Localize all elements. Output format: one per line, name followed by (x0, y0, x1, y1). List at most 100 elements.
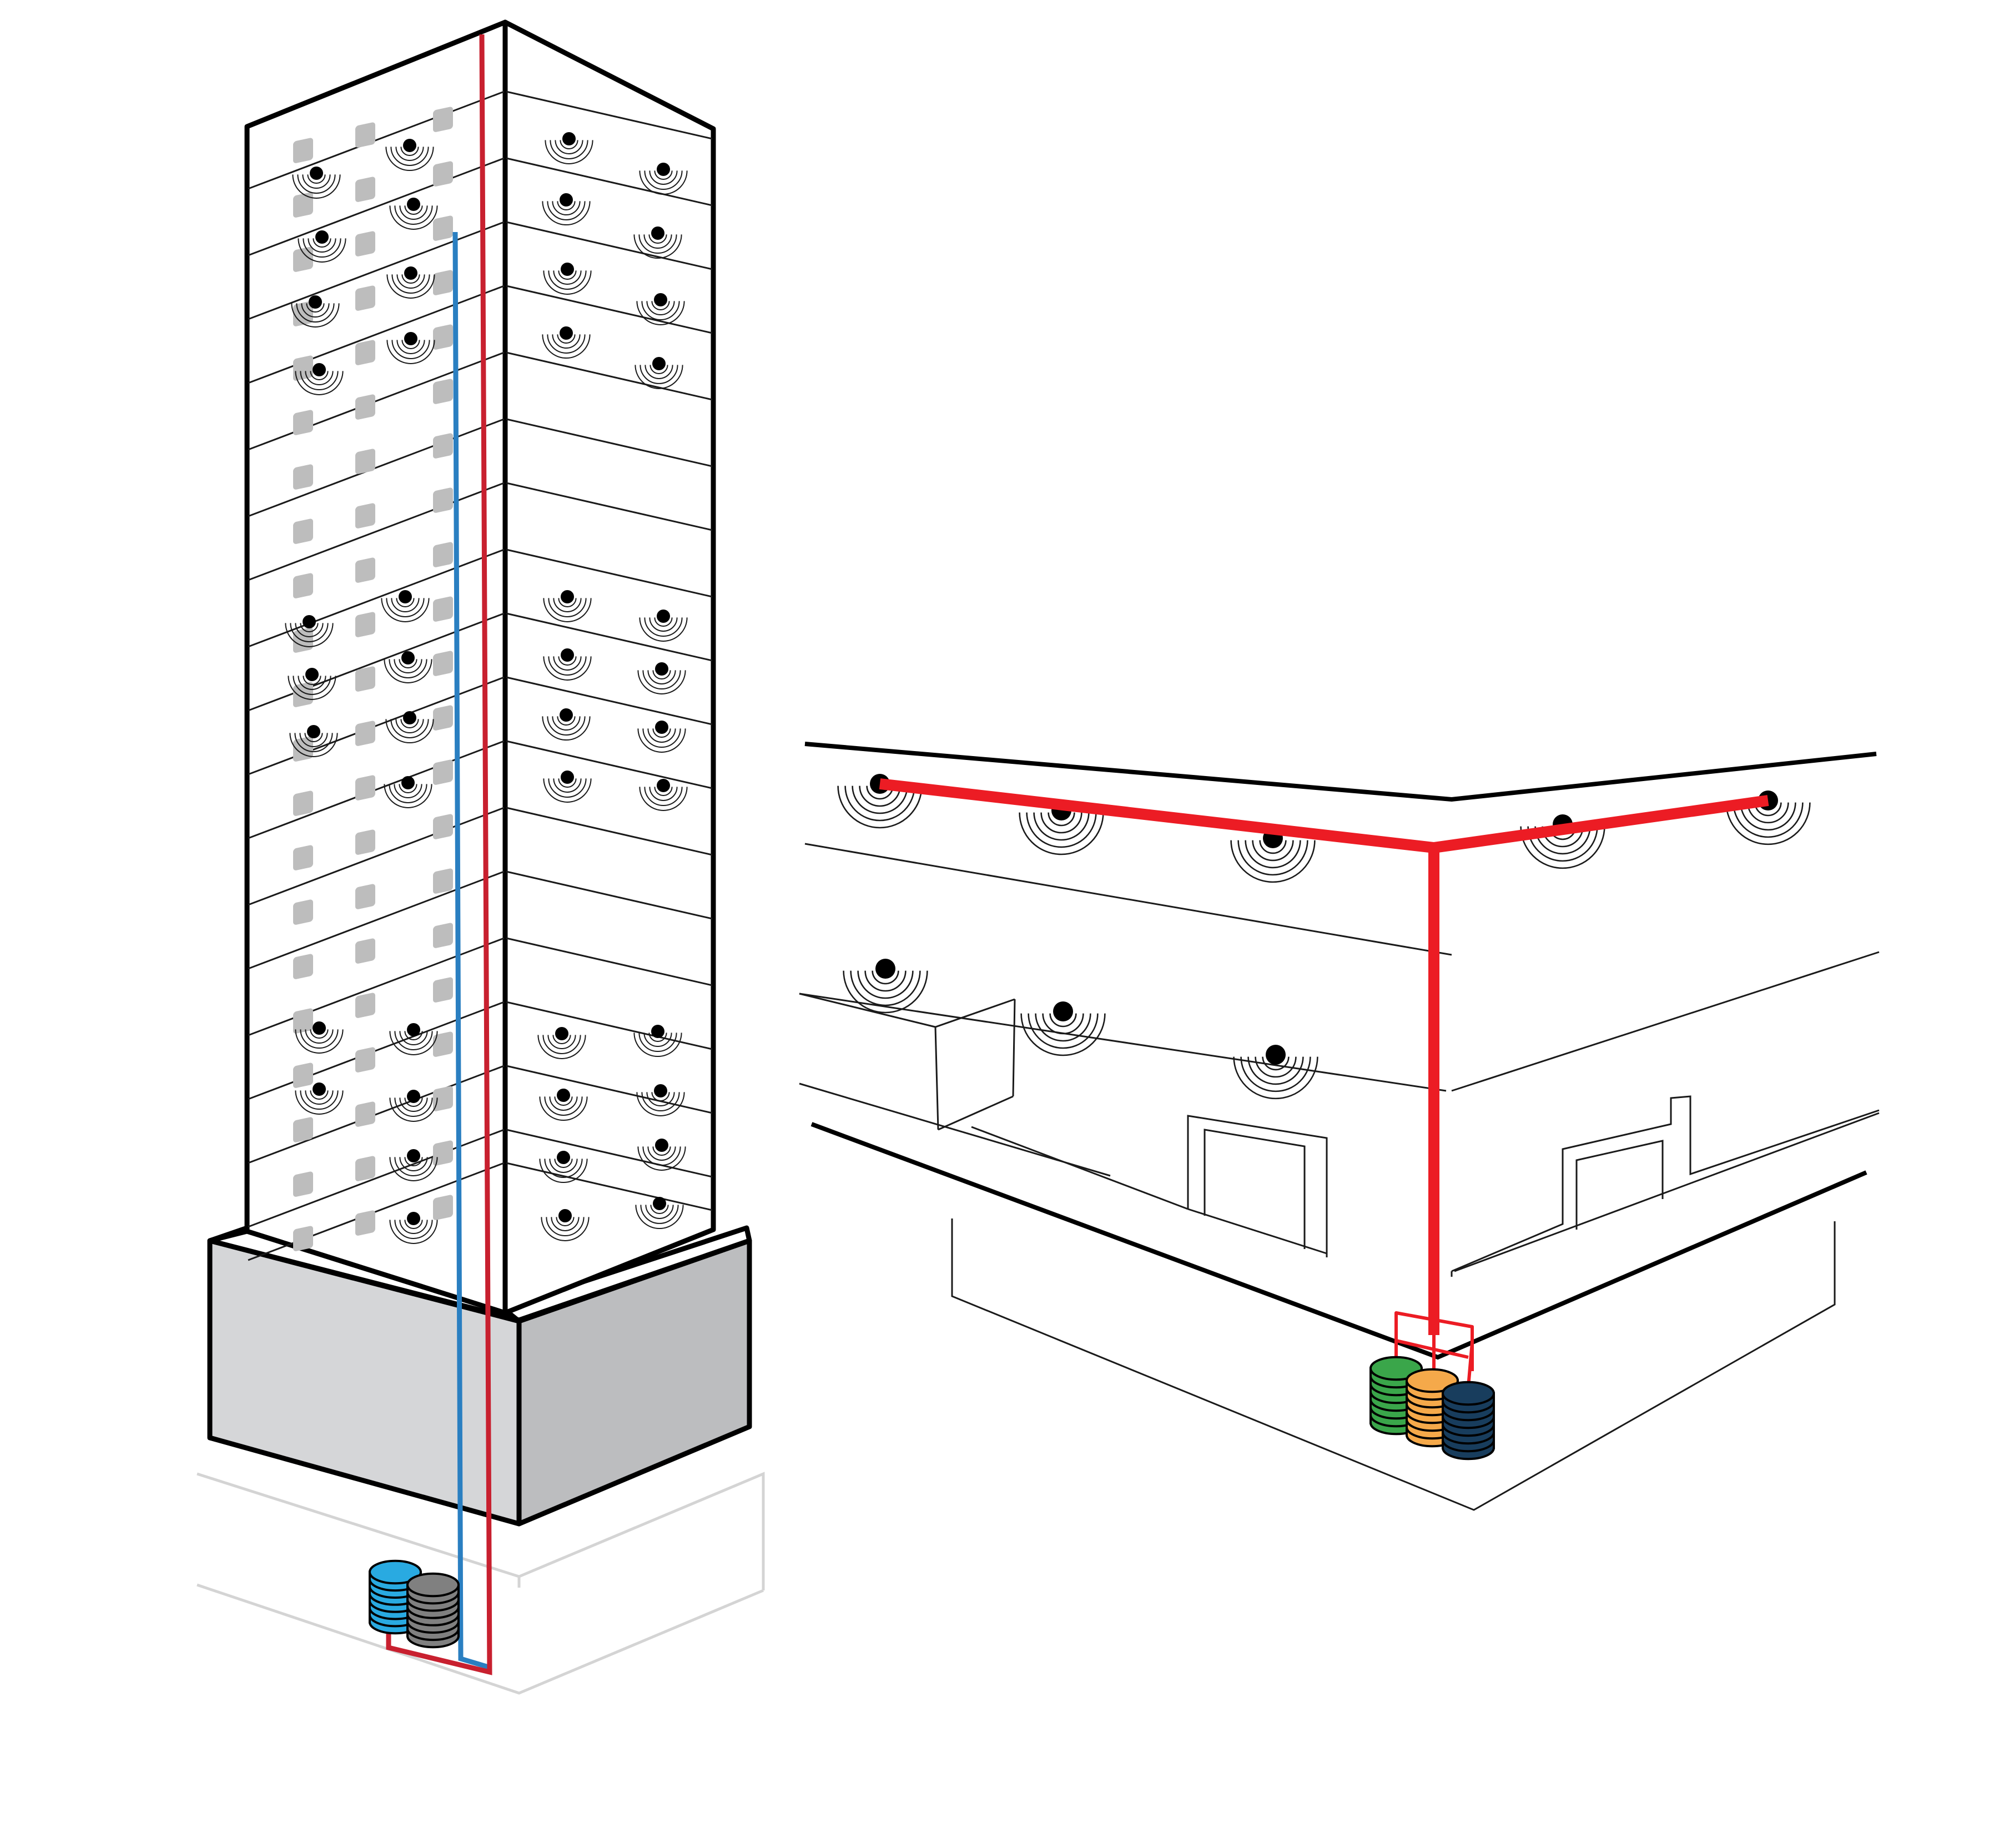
floor-line (506, 482, 713, 531)
sprinkler-head-icon (543, 590, 592, 622)
sprinkler-head-icon (542, 326, 591, 359)
sprinkler-head-icon (539, 1151, 588, 1183)
floor-line (506, 90, 713, 140)
floor-line (248, 870, 505, 970)
sprinkler-head-icon (541, 1209, 590, 1241)
roof-edge-line (804, 742, 1877, 802)
sprinkler-pipe-network (879, 778, 1769, 1387)
window-icon (293, 246, 313, 272)
floor-line (506, 1001, 713, 1050)
orange-tank (1406, 1368, 1459, 1448)
window-icon (433, 1031, 453, 1057)
floor-line (506, 221, 713, 270)
tower-sprinkler-heads (285, 132, 688, 1244)
sprinkler-head-icon (288, 668, 336, 700)
sprinkler-head-icon (389, 1149, 438, 1181)
window-icon (293, 1226, 313, 1251)
sprinkler-head-icon (385, 711, 434, 743)
floor-line (248, 351, 505, 451)
floor-line (506, 1065, 713, 1114)
floor-line (506, 1162, 713, 1211)
sprinkler-head-icon (637, 721, 686, 753)
sprinkler-head-icon (389, 198, 438, 230)
window-icon (433, 759, 453, 785)
floor-line (248, 1162, 505, 1261)
floor-line (248, 157, 505, 256)
window-icon (355, 340, 375, 365)
floor-line (248, 90, 505, 190)
floor-line (506, 870, 713, 920)
window-icon (433, 487, 453, 513)
window-icon (433, 433, 453, 459)
low-rise-water-tanks (1369, 1356, 1495, 1461)
sprinkler-head-icon (381, 590, 430, 622)
sprinkler-head-icon (545, 132, 593, 164)
tower-water-tanks (369, 1559, 460, 1649)
window-icon (293, 790, 313, 816)
floor-line (506, 937, 713, 986)
floor-line (506, 548, 713, 598)
window-icon (433, 977, 453, 1003)
floor-line (248, 740, 505, 839)
window-icon (433, 324, 453, 350)
window-icon (433, 107, 453, 132)
window-icon (433, 1140, 453, 1166)
floor-line (248, 676, 505, 776)
window-icon (433, 161, 453, 187)
floor-line (506, 676, 713, 726)
window-icon (355, 884, 375, 909)
sprinkler-head-icon (637, 1139, 686, 1171)
low-rise-foundation-outline (951, 1218, 1836, 1511)
floor-line (248, 807, 505, 906)
tower-red-riser-pipe (386, 34, 492, 1675)
window-icon (355, 394, 375, 420)
window-icon (293, 464, 313, 490)
window-icon (355, 1210, 375, 1236)
tower-base-ledge-right (518, 1238, 751, 1323)
window-icon (293, 355, 313, 381)
window-icon (355, 449, 375, 474)
sprinkler-head-icon (637, 662, 686, 694)
high-rise-tower (197, 19, 765, 1695)
sprinkler-head-icon (384, 776, 432, 808)
window-icon (293, 138, 313, 163)
window-icon (355, 503, 375, 528)
facade-detail-lines (799, 843, 1880, 1277)
window-icon (433, 1086, 453, 1111)
sprinkler-head-icon (295, 1021, 344, 1054)
sprinkler-head-icon (635, 357, 683, 389)
window-icon (293, 1171, 313, 1197)
sprinkler-head-icon (537, 1027, 586, 1059)
sprinkler-head-icon (543, 648, 592, 681)
window-icon (433, 705, 453, 731)
sprinkler-head-icon (292, 167, 341, 199)
window-icon (355, 775, 375, 800)
sprinkler-head-icon (633, 226, 682, 259)
building-base-line (810, 1122, 1867, 1360)
window-icon (355, 829, 375, 855)
floor-line (248, 612, 505, 712)
window-icon (433, 596, 453, 622)
sprinkler-head-icon (386, 332, 435, 364)
sprinkler-head-icon (389, 1212, 438, 1244)
sprinkler-head-icon (385, 139, 434, 171)
window-icon (293, 845, 313, 870)
window-icon (355, 612, 375, 637)
window-icon (293, 1063, 313, 1088)
window-icon (293, 1008, 313, 1034)
tower-base-ledge (209, 1238, 520, 1323)
window-icon (355, 122, 375, 148)
window-icon (433, 542, 453, 567)
floor-line (248, 482, 505, 581)
tower-windows (293, 107, 453, 1251)
window-icon (433, 215, 453, 241)
window-icon (293, 1117, 313, 1142)
window-icon (355, 285, 375, 311)
sprinkler-head-icon (389, 1023, 438, 1055)
sprinkler-head-icon (543, 263, 592, 295)
floor-line (506, 807, 713, 856)
sprinkler-head-icon (386, 266, 435, 299)
sprinkler-head-icon (289, 725, 338, 757)
tower-side-face (502, 19, 716, 1316)
